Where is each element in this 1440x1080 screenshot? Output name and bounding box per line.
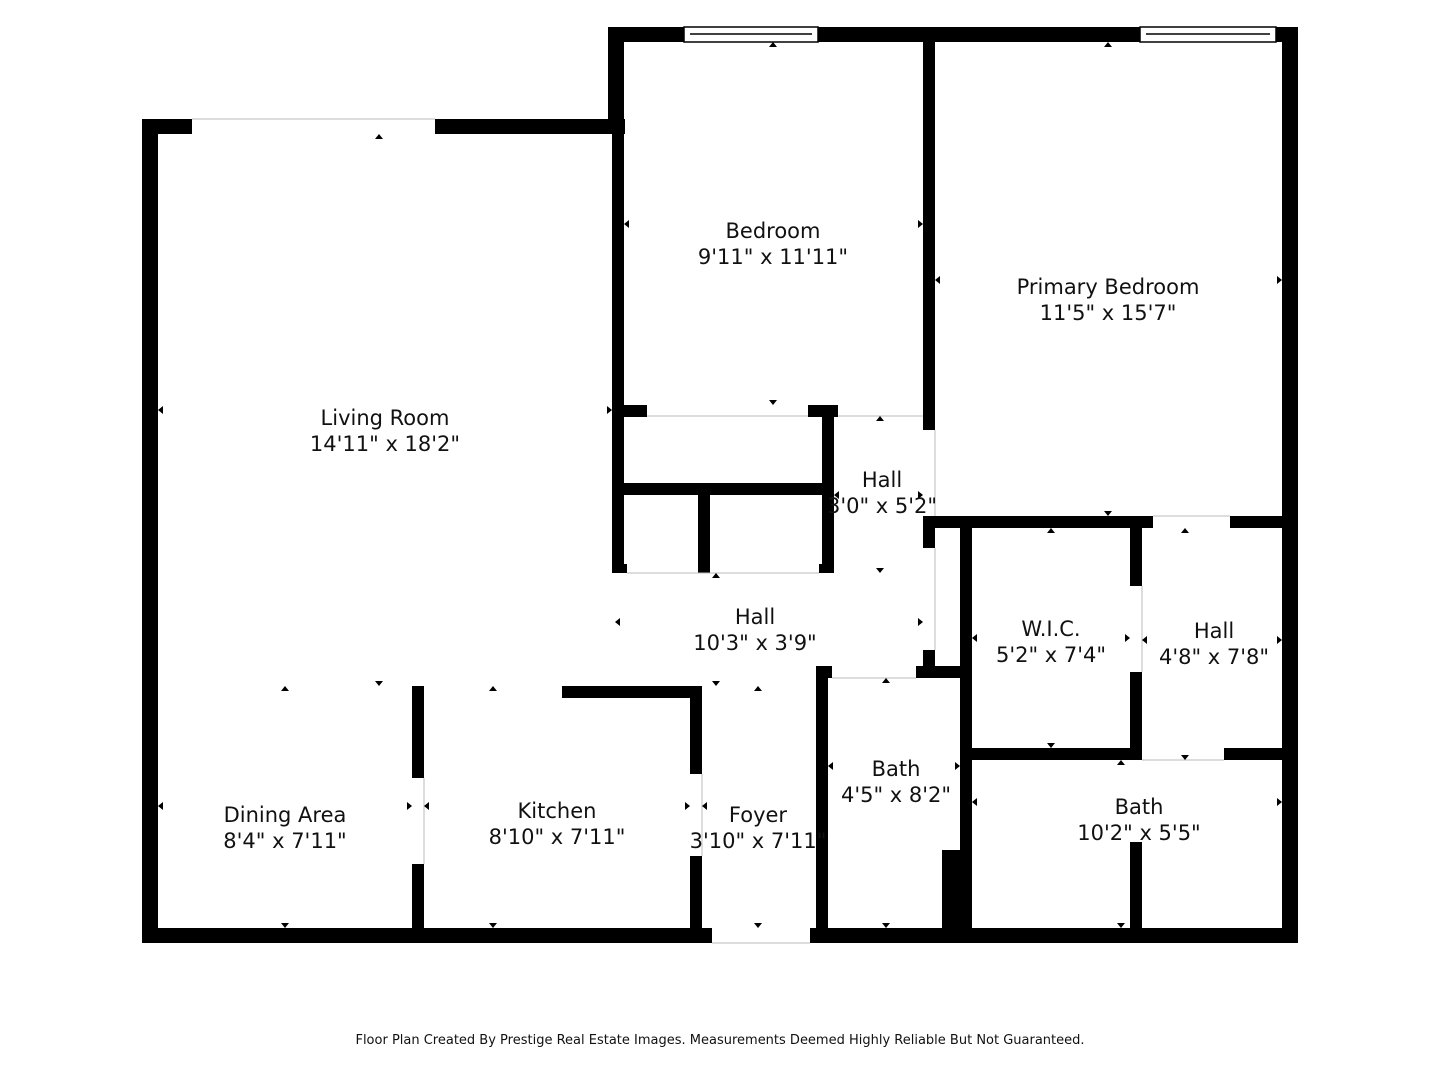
- room-labels: Living Room 14'11" x 18'2" Bedroom 9'11"…: [223, 219, 1269, 853]
- room-name-hall-center: Hall: [735, 605, 775, 629]
- room-dims-living: 14'11" x 18'2": [310, 432, 460, 456]
- room-dims-hall-center: 10'3" x 3'9": [693, 631, 816, 655]
- room-name-living: Living Room: [321, 406, 450, 430]
- dimension-markers: [158, 42, 1282, 928]
- walls: [142, 27, 1298, 943]
- room-dims-hall-right: 4'8" x 7'8": [1159, 645, 1269, 669]
- door-openings: [192, 118, 1230, 944]
- room-dims-bedroom: 9'11" x 11'11": [698, 245, 848, 269]
- room-name-dining: Dining Area: [224, 803, 347, 827]
- room-dims-bath-large: 10'2" x 5'5": [1077, 821, 1200, 845]
- room-name-bath-small: Bath: [872, 757, 921, 781]
- room-name-wic: W.I.C.: [1021, 617, 1080, 641]
- windows: [683, 26, 1277, 43]
- room-name-kitchen: Kitchen: [518, 799, 597, 823]
- room-dims-wic: 5'2" x 7'4": [996, 643, 1106, 667]
- room-name-bath-large: Bath: [1115, 795, 1164, 819]
- room-dims-hall-upper: 3'0" x 5'2": [827, 494, 937, 518]
- room-dims-foyer: 3'10" x 7'11": [690, 829, 827, 853]
- room-dims-bath-small: 4'5" x 8'2": [841, 783, 951, 807]
- room-name-bedroom: Bedroom: [726, 219, 821, 243]
- room-name-hall-right: Hall: [1194, 619, 1234, 643]
- footer-disclaimer: Floor Plan Created By Prestige Real Esta…: [355, 1033, 1085, 1048]
- room-dims-primary-bedroom: 11'5" x 15'7": [1040, 301, 1177, 325]
- room-dims-kitchen: 8'10" x 7'11": [489, 825, 626, 849]
- room-name-hall-upper: Hall: [862, 468, 902, 492]
- room-dims-dining: 8'4" x 7'11": [223, 829, 346, 853]
- room-name-foyer: Foyer: [729, 803, 788, 827]
- room-name-primary-bedroom: Primary Bedroom: [1017, 275, 1200, 299]
